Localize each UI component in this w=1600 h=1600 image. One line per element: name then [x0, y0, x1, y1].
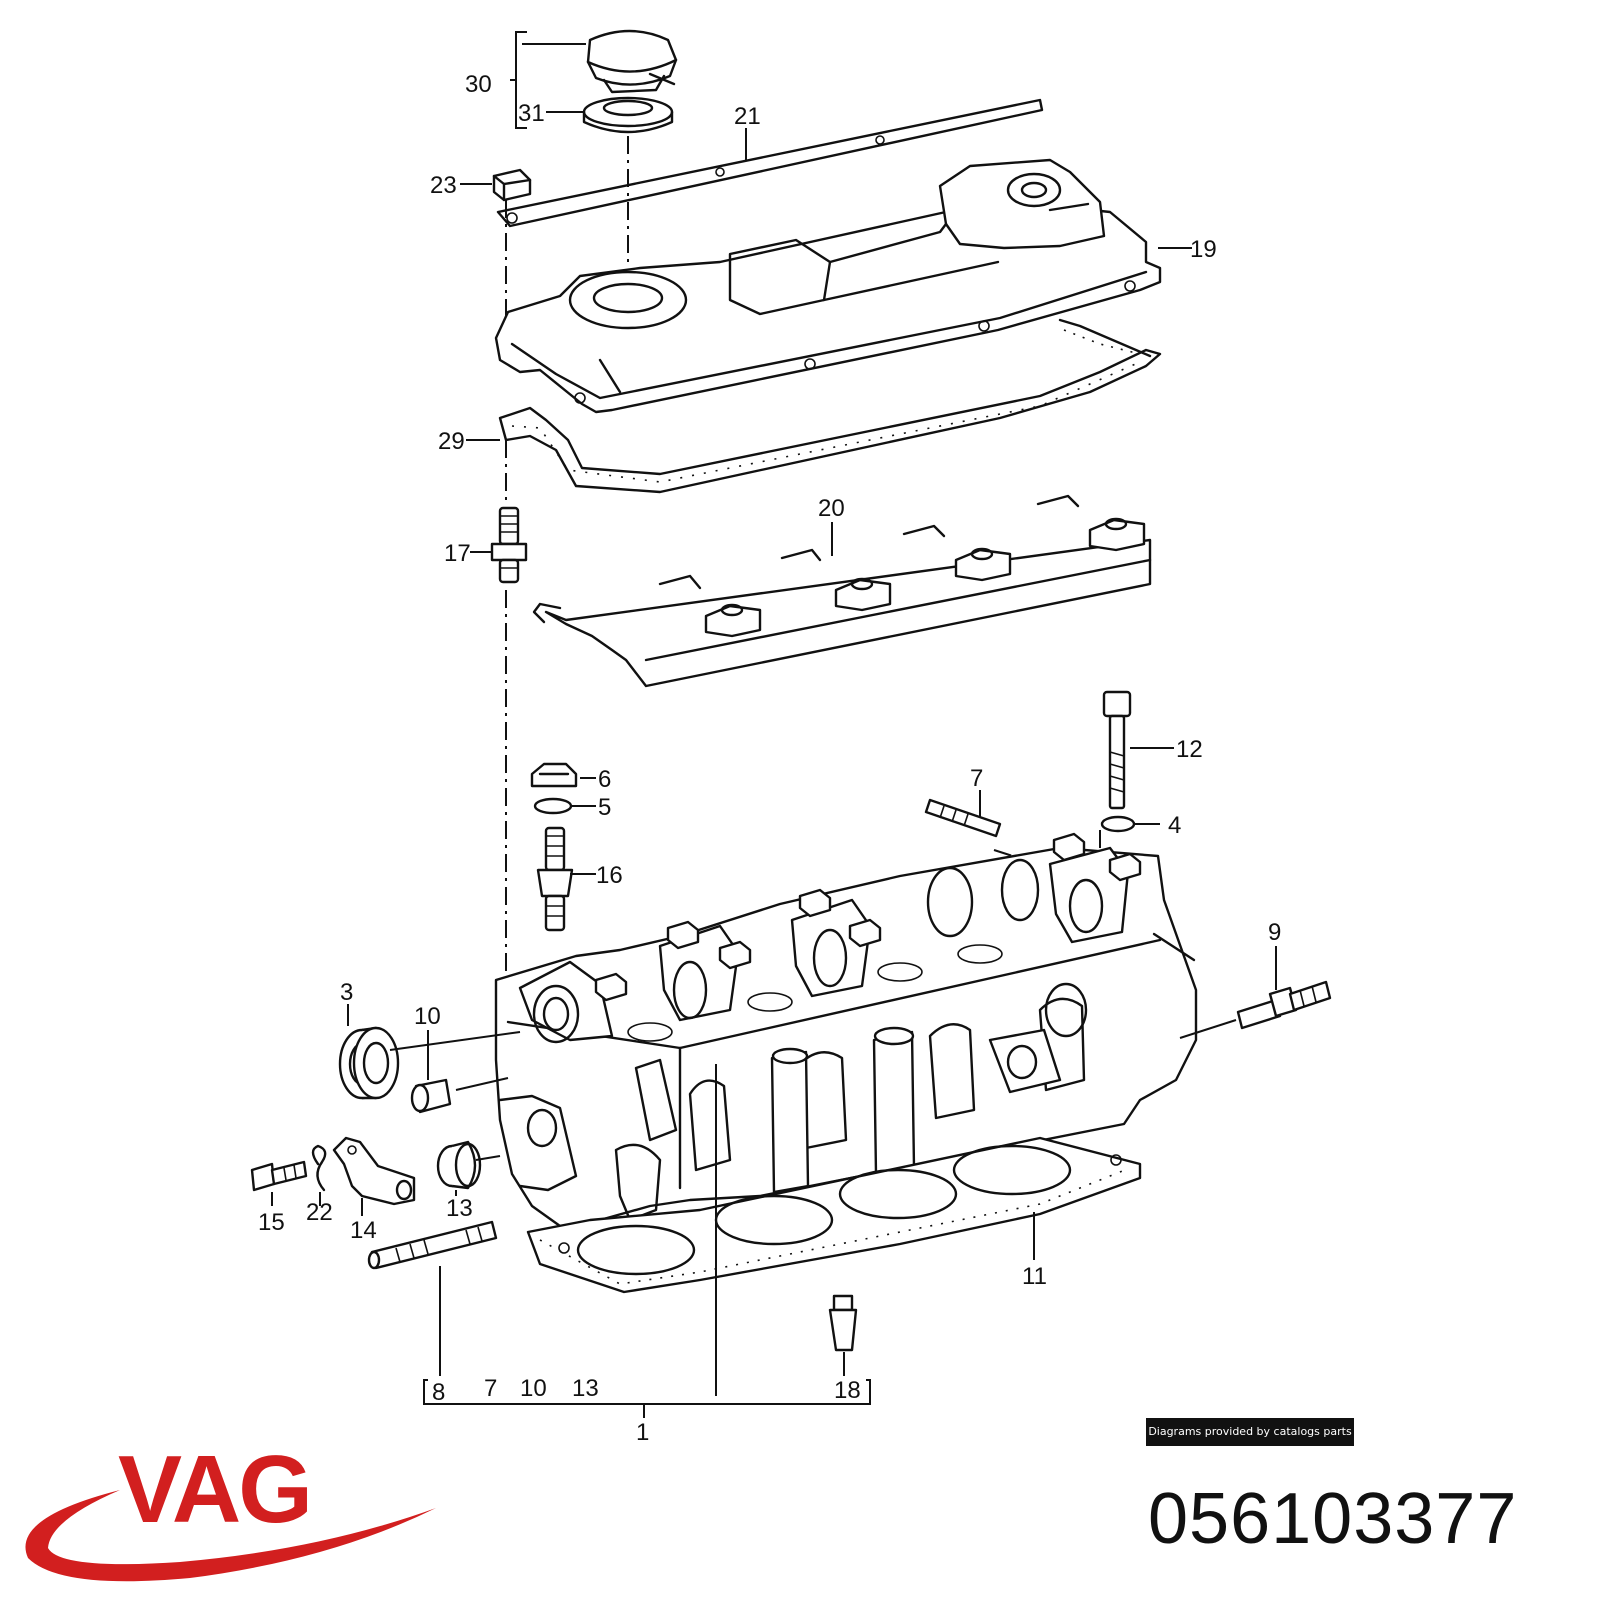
stud-9: [1236, 980, 1332, 1030]
oil-filler-cap: [586, 29, 678, 94]
callout-11: 11: [1022, 1263, 1047, 1290]
callout-labels: 30 31 21 23 19 29 20 17 12 6 5 7 4 16 9 …: [258, 71, 1281, 1446]
callout-21: 21: [734, 103, 761, 130]
callout-22: 22: [306, 1199, 333, 1226]
callout-31: 31: [518, 100, 545, 127]
callout-12: 12: [1176, 736, 1203, 763]
camshaft-seal: [338, 1026, 400, 1100]
callout-16: 16: [596, 862, 623, 889]
bolt-washer: [1100, 815, 1136, 833]
callout-bracket-13: 13: [572, 1375, 599, 1402]
callout-3: 3: [340, 979, 353, 1006]
callout-1: 1: [636, 1419, 649, 1446]
callout-30: 30: [465, 71, 492, 98]
part-number: 056103377: [1148, 1479, 1518, 1559]
bracket-14: [332, 1136, 416, 1206]
callout-20: 20: [818, 495, 845, 522]
callout-13: 13: [446, 1195, 473, 1222]
bolt-15: [250, 1160, 308, 1192]
callout-17: 17: [444, 540, 471, 567]
leader-lines: [271, 31, 1277, 1418]
callout-4: 4: [1168, 812, 1181, 839]
baffle-clips: [658, 494, 1146, 638]
oil-baffle: [532, 494, 1152, 688]
retaining-clip: [311, 1144, 327, 1192]
head-gasket: [526, 1136, 1142, 1294]
callout-9: 9: [1268, 919, 1281, 946]
cover-gasket: [498, 318, 1162, 494]
stud-8: [367, 1220, 498, 1270]
stud-16: [536, 826, 574, 932]
callout-7: 7: [970, 765, 983, 792]
plug-10: [410, 1078, 452, 1114]
brand-name: VAG: [118, 1436, 310, 1543]
callout-23: 23: [430, 172, 457, 199]
callout-8: 8: [432, 1379, 445, 1406]
cylinder-head: [494, 832, 1198, 1228]
nut-6: [530, 762, 578, 788]
seal-ring: [582, 96, 674, 134]
callout-14: 14: [350, 1217, 377, 1244]
callout-29: 29: [438, 428, 465, 455]
valve-cover: [494, 158, 1162, 414]
callout-5: 5: [598, 794, 611, 821]
head-bolt: [1102, 690, 1132, 810]
diagram-credit: Diagrams provided by catalogs parts: [1146, 1418, 1354, 1446]
washer-5: [533, 797, 573, 815]
callout-15: 15: [258, 1209, 285, 1236]
stud-7: [924, 798, 1002, 838]
callout-10: 10: [414, 1003, 441, 1030]
callout-bracket-7: 7: [484, 1375, 497, 1402]
callout-18: 18: [834, 1377, 861, 1404]
callout-bracket-10: 10: [520, 1375, 547, 1402]
valve-guide: [828, 1294, 858, 1352]
callout-19: 19: [1190, 236, 1217, 263]
logo-swoosh: [25, 1490, 436, 1582]
plug-13: [436, 1140, 482, 1190]
brand-logo: VAG: [25, 1436, 436, 1582]
cover-nut: [492, 168, 532, 202]
callout-6: 6: [598, 766, 611, 793]
stud-17: [490, 506, 528, 584]
